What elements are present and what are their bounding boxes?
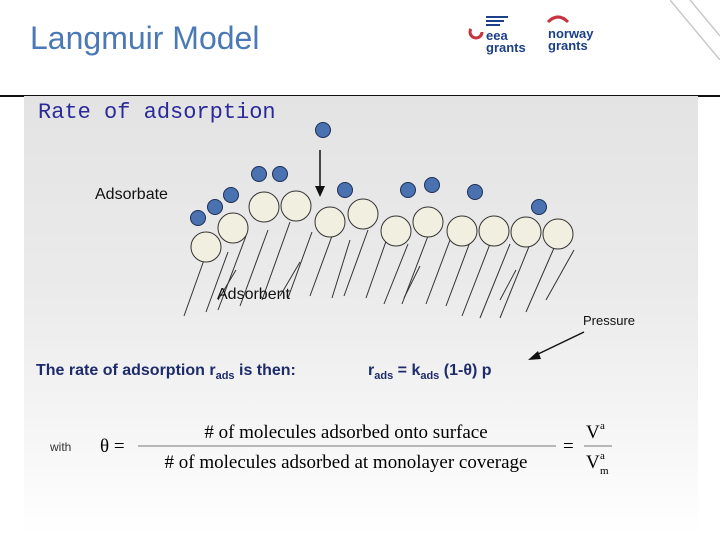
adsorbate-molecule — [531, 199, 547, 215]
slide-subtitle: Rate of adsorption — [38, 100, 276, 125]
adsorbent-atom — [190, 231, 222, 263]
incoming-arrow — [315, 150, 325, 197]
rate-equals-k: = k — [393, 362, 421, 379]
fraction-denominator: # of molecules adsorbed at monolayer cov… — [165, 452, 528, 473]
rate-text-suffix: is then: — [234, 362, 296, 379]
adsorbate-label: Adsorbate — [95, 186, 168, 203]
adsorbate-molecule — [467, 184, 483, 200]
coverage-equation: θ = # of molecules adsorbed onto surface… — [100, 420, 612, 477]
fraction-numerator: # of molecules adsorbed onto surface — [204, 422, 487, 443]
adsorbent-atom — [478, 215, 510, 247]
eea-grants-text: grants — [486, 40, 526, 55]
langmuir-adsorption-diagram — [183, 122, 575, 319]
v-denominator: V — [586, 452, 600, 473]
equals-sign: = — [563, 436, 574, 457]
adsorbate-molecule — [272, 166, 288, 182]
with-label: with — [50, 440, 72, 454]
adsorbent-atom — [280, 190, 312, 222]
adsorbent-atoms — [190, 190, 574, 263]
v-numerator: V — [586, 422, 600, 443]
v-numerator-sup: a — [600, 420, 605, 432]
v-denominator-sub: m — [600, 465, 609, 477]
adsorbate-molecule — [424, 177, 440, 193]
corner-decoration — [670, 0, 720, 60]
rate-description: The rate of adsorption rads is then: — [36, 362, 296, 382]
adsorbate-molecule — [190, 210, 206, 226]
adsorbate-molecule — [337, 182, 353, 198]
adsorbate-molecule — [251, 166, 267, 182]
norway-grants-logo: norway grants — [546, 15, 594, 53]
pressure-label: Pressure — [583, 313, 636, 328]
adsorbent-atom — [510, 216, 542, 248]
rate-text-prefix: The rate of adsorption r — [36, 362, 216, 379]
adsorbate-molecule — [223, 187, 239, 203]
adsorbate-molecules — [190, 122, 547, 226]
adsorbent-label: Adsorbent — [217, 286, 290, 303]
slide-header: Langmuir Model eea grants norway grants — [0, 0, 720, 96]
rate-symbol: r — [368, 362, 375, 379]
k-subscript: ads — [420, 370, 440, 383]
adsorbent-atom — [542, 218, 574, 250]
adsorbate-molecule — [315, 122, 331, 138]
adsorbate-molecule — [400, 182, 416, 198]
adsorbate-molecule — [207, 199, 223, 215]
norway-grants-text: grants — [548, 38, 588, 53]
rate-subscript: ads — [374, 370, 394, 383]
rate-rest: (1-θ) p — [439, 362, 492, 379]
slide-title: Langmuir Model — [30, 20, 260, 56]
adsorbent-substrate — [183, 221, 575, 319]
adsorbent-atom — [217, 212, 249, 244]
adsorbent-atom — [380, 215, 412, 247]
v-denominator-sup: a — [600, 450, 605, 462]
eea-text: eea — [486, 28, 508, 43]
norway-text: norway — [548, 26, 594, 41]
rate-text-subscript: ads — [215, 370, 235, 383]
pressure-arrow — [528, 331, 585, 360]
eea-grants-logo: eea grants — [468, 16, 526, 55]
grants-logos: eea grants norway grants — [468, 15, 594, 55]
adsorbent-atom — [347, 198, 379, 230]
adsorbent-atom — [314, 206, 346, 238]
content-panel — [24, 96, 698, 536]
adsorbent-atom — [248, 191, 280, 223]
theta-lhs: θ = — [100, 436, 125, 457]
adsorbent-atom — [412, 206, 444, 238]
rate-equation: rads = kads (1-θ) p — [368, 362, 492, 382]
adsorbent-atom — [446, 215, 478, 247]
